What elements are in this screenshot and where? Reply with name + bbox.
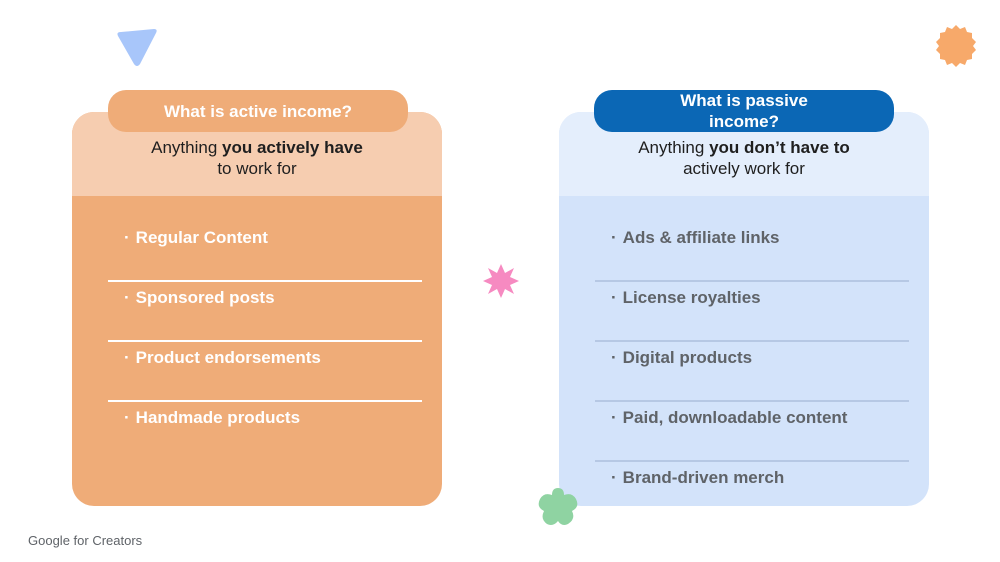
list-item: · Digital products xyxy=(595,342,909,402)
list-item: · License royalties xyxy=(595,282,909,342)
bullet: · xyxy=(611,288,617,307)
passive-desc-pre: Anything xyxy=(638,138,710,157)
list-item-label: Sponsored posts xyxy=(135,288,275,307)
passive-desc-bold: you don’t have to xyxy=(709,138,850,157)
bullet: · xyxy=(611,228,617,247)
bullet: · xyxy=(611,408,617,427)
list-item-label: Ads & affiliate links xyxy=(622,228,780,247)
passive-income-card: Anything you don’t have to actively work… xyxy=(559,112,929,506)
list-item: · Handmade products xyxy=(108,402,422,462)
list-item: · Regular Content xyxy=(108,222,422,282)
green-blob-icon xyxy=(538,488,578,525)
active-income-title: What is active income? xyxy=(108,90,408,132)
blue-triangle-icon xyxy=(117,29,157,66)
list-item-label: Brand-driven merch xyxy=(622,468,785,487)
active-income-card: Anything you actively have to work for ·… xyxy=(72,112,442,506)
list-item-label: Handmade products xyxy=(135,408,301,427)
footer-brand: Google for Creators xyxy=(28,533,143,548)
passive-income-title-line1: What is passive xyxy=(680,91,808,110)
list-item-label: Product endorsements xyxy=(135,348,321,367)
list-item: · Paid, downloadable content xyxy=(595,402,909,462)
passive-income-title-line2: income? xyxy=(709,112,779,131)
list-item: · Product endorsements xyxy=(108,342,422,402)
bullet: · xyxy=(124,348,130,367)
bullet: · xyxy=(611,468,617,487)
active-income-title-text: What is active income? xyxy=(164,101,352,121)
bullet: · xyxy=(124,228,130,247)
passive-income-list: · Ads & affiliate links · License royaltie… xyxy=(595,222,909,506)
list-item: · Brand-driven merch xyxy=(595,462,909,506)
active-income-list: · Regular Content · Sponsored posts · Produ… xyxy=(108,222,422,462)
list-item: · Sponsored posts xyxy=(108,282,422,342)
active-desc-bold: you actively have xyxy=(222,138,363,157)
active-desc-post: to work for xyxy=(217,159,297,178)
orange-badge-icon xyxy=(936,25,976,67)
list-item-label: Paid, downloadable content xyxy=(622,408,848,427)
bullet: · xyxy=(124,408,130,427)
pink-star-icon xyxy=(483,264,519,298)
list-item-label: License royalties xyxy=(622,288,761,307)
passive-income-title: What is passive income? xyxy=(594,90,894,132)
bullet: · xyxy=(124,288,130,307)
list-item: · Ads & affiliate links xyxy=(595,222,909,282)
list-item-label: Regular Content xyxy=(135,228,268,247)
bullet: · xyxy=(611,348,617,367)
passive-desc-post: actively work for xyxy=(683,159,805,178)
list-item-label: Digital products xyxy=(622,348,753,367)
active-desc-pre: Anything xyxy=(151,138,223,157)
